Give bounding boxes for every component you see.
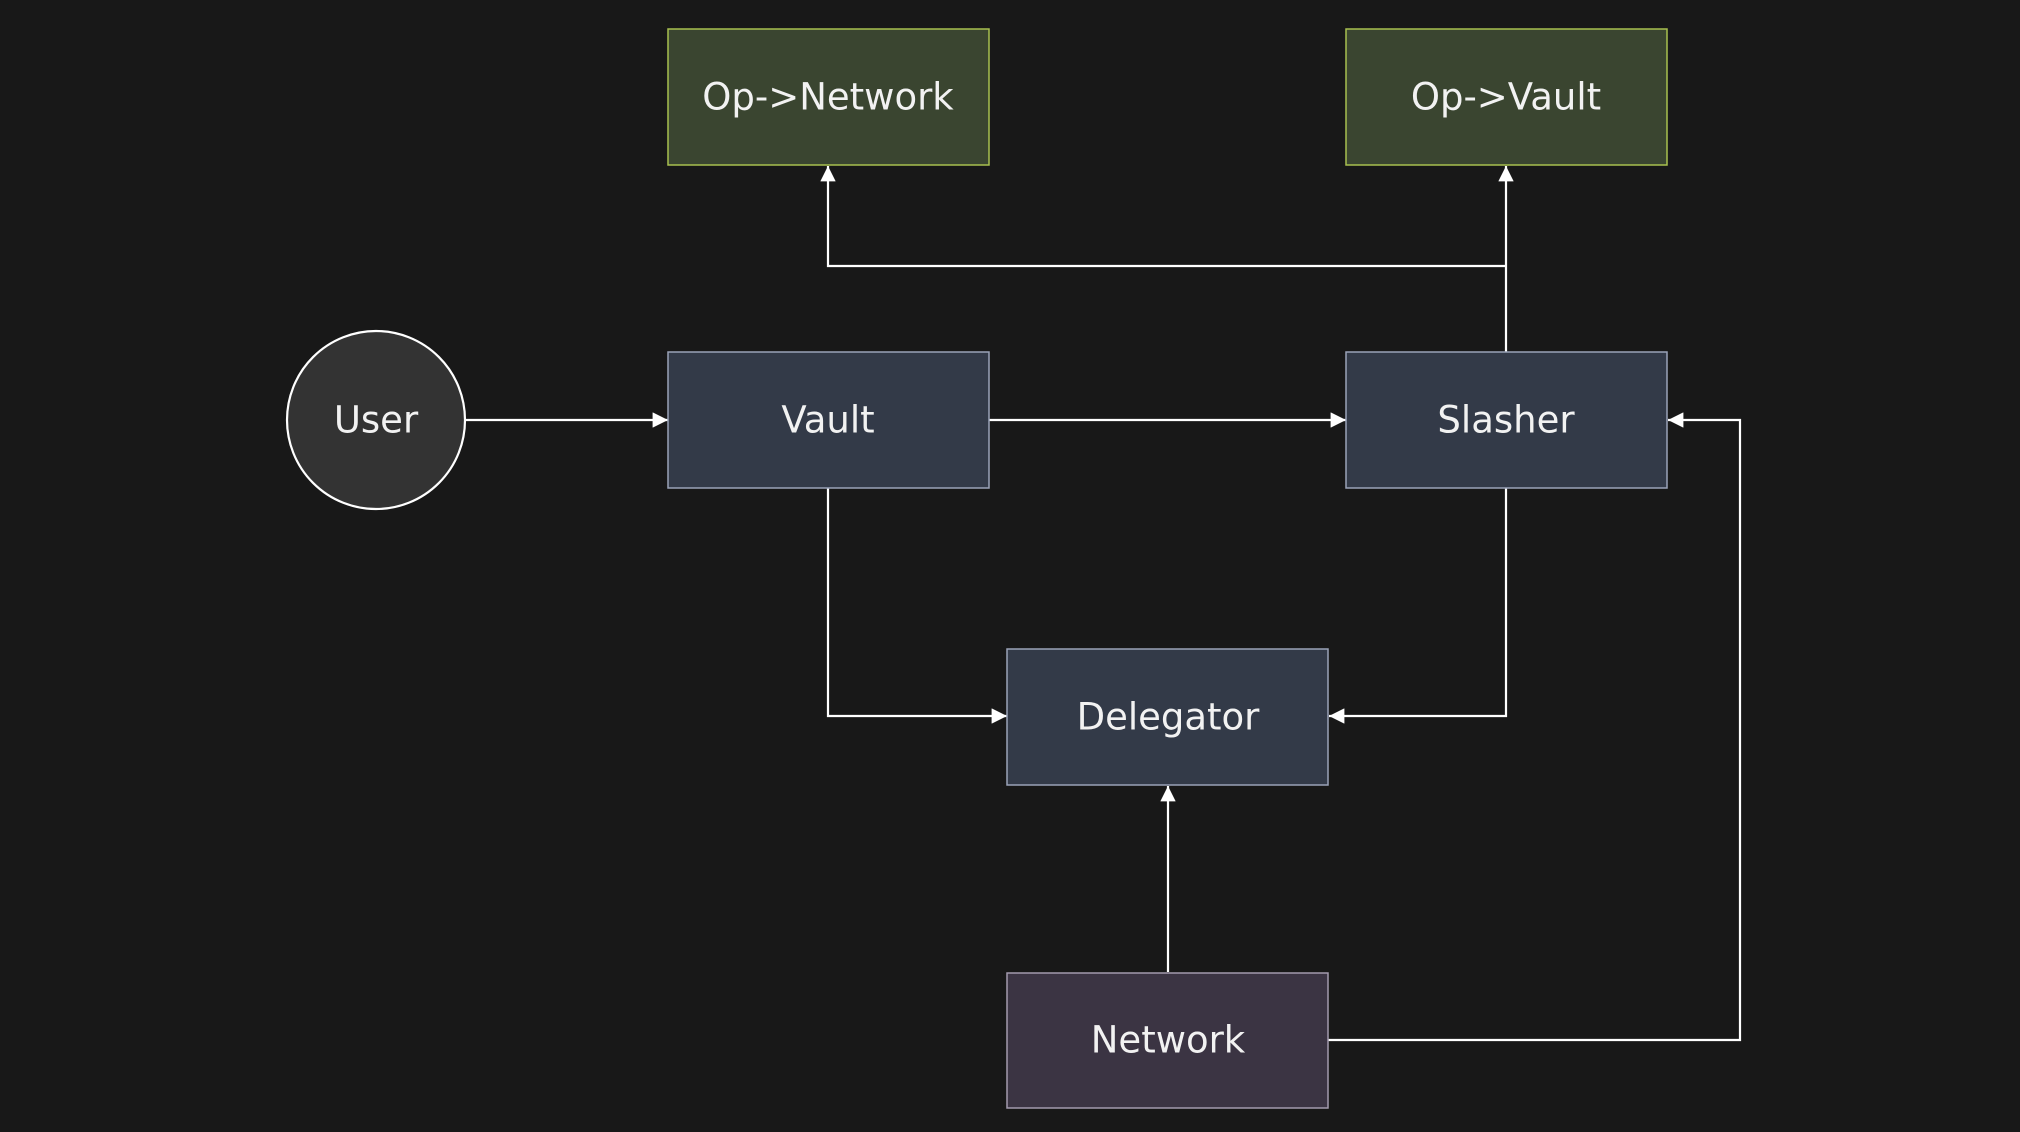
vault-box bbox=[667, 351, 990, 489]
node-user[interactable]: User bbox=[285, 329, 467, 511]
edge-slasher-to-op-network bbox=[820, 166, 1506, 268]
slasher-label: Slasher bbox=[1437, 399, 1575, 442]
op-vault-box bbox=[1345, 28, 1668, 166]
network-label: Network bbox=[1091, 1019, 1246, 1062]
node-slasher[interactable]: Slasher bbox=[1345, 351, 1668, 489]
op-network-box bbox=[667, 28, 990, 166]
network-box bbox=[1006, 972, 1329, 1109]
user-circle bbox=[285, 329, 467, 511]
node-op-vault[interactable]: Op->Vault bbox=[1345, 28, 1668, 166]
op-vault-label: Op->Vault bbox=[1411, 76, 1601, 119]
edges bbox=[466, 166, 1742, 1042]
node-op-network[interactable]: Op->Network bbox=[667, 28, 990, 166]
delegator-box bbox=[1006, 648, 1329, 786]
delegator-label: Delegator bbox=[1077, 696, 1261, 739]
op-network-label: Op->Network bbox=[702, 76, 954, 119]
edge-slasher-to-delegator bbox=[1329, 488, 1508, 724]
node-vault[interactable]: Vault bbox=[667, 351, 990, 489]
node-network[interactable]: Network bbox=[1006, 972, 1329, 1109]
node-delegator[interactable]: Delegator bbox=[1006, 648, 1329, 786]
slasher-box bbox=[1345, 351, 1668, 489]
user-label: User bbox=[334, 399, 419, 442]
edge-vault-to-delegator bbox=[826, 488, 1007, 724]
edge-network-to-slasher bbox=[1328, 412, 1742, 1042]
vault-label: Vault bbox=[781, 399, 874, 442]
